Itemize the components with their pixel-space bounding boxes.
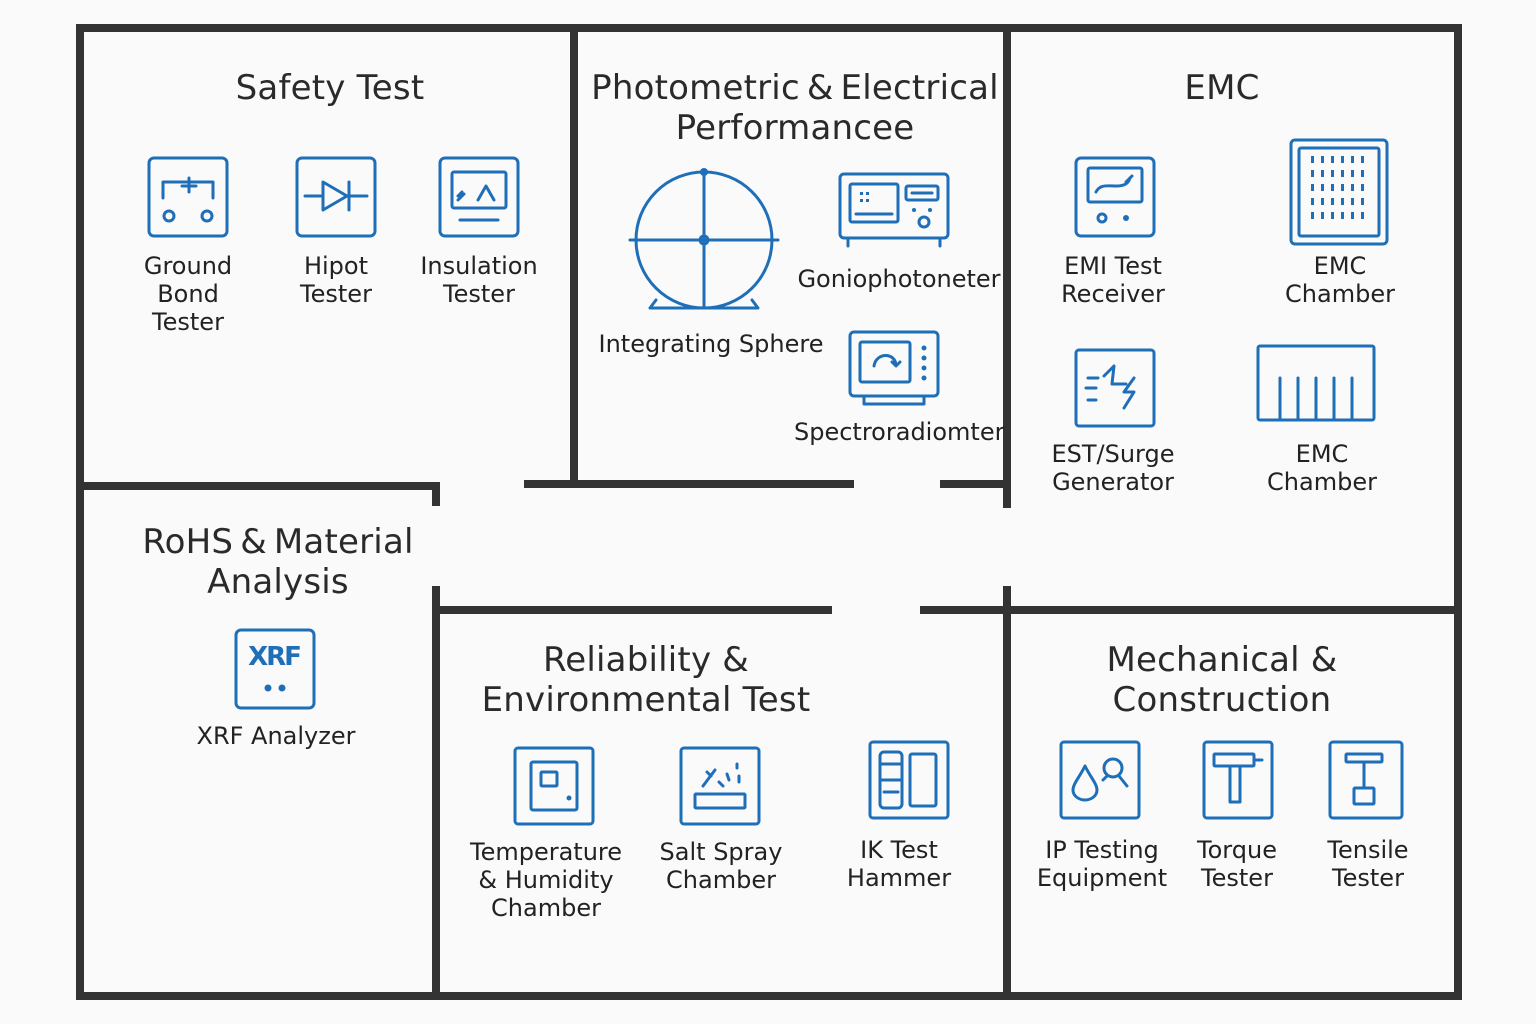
- wall-photometric-bottom-a: [524, 480, 854, 488]
- climate-chamber-icon: [513, 746, 595, 826]
- goniophotometer-icon: [838, 172, 950, 248]
- xrf-icon-text: XRF: [248, 642, 302, 672]
- integrating-sphere-label: Integrating Sphere: [598, 330, 824, 358]
- tensile-tester-icon: [1328, 740, 1404, 820]
- surge-generator-label: EST/Surge Generator: [1051, 440, 1175, 496]
- hipot-tester-label: Hipot Tester: [300, 252, 372, 308]
- emc-chamber-label-1: EMC Chamber: [1285, 252, 1395, 308]
- torque-tester-label: Torque Tester: [1197, 836, 1277, 892]
- insulation-tester-label: Insulation Tester: [420, 252, 538, 308]
- ground-bond-tester-label: Ground Bond Tester: [143, 252, 233, 336]
- integrating-sphere-icon: [626, 166, 782, 312]
- spectroradiometer-icon: [848, 330, 940, 406]
- room-title-mechanical: Mechanical & Construction: [1106, 640, 1338, 720]
- ik-hammer-icon: [868, 740, 950, 820]
- ik-test-hammer-label: IK Test Hammer: [846, 836, 952, 892]
- emi-receiver-icon: [1074, 156, 1156, 238]
- xrf-icon: XRF: [234, 628, 316, 710]
- ip-testing-icon: [1059, 740, 1141, 820]
- diode-icon: [295, 156, 377, 238]
- outer-wall: [76, 24, 1462, 1000]
- wall-reliability-mechanical: [1003, 586, 1011, 992]
- wall-photometric-bottom-b: [940, 480, 1010, 488]
- wall-photometric-emc: [1003, 32, 1011, 508]
- wall-mechanical-top: [920, 606, 1454, 614]
- wall-rohs-right: [432, 586, 440, 992]
- ground-bond-tester-icon: [147, 156, 229, 238]
- xrf-analyzer-label: XRF Analyzer: [196, 722, 356, 750]
- temperature-humidity-label: Temperature & Humidity Chamber: [469, 838, 623, 922]
- room-title-emc: EMC: [1184, 68, 1260, 108]
- emc-chamber-grid-icon: [1289, 138, 1389, 246]
- wall-reliability-top: [432, 606, 832, 614]
- room-title-safety-test: Safety Test: [235, 68, 425, 108]
- surge-generator-icon: [1074, 348, 1156, 428]
- torque-tester-icon: [1202, 740, 1274, 820]
- emc-chamber-absorber-icon: [1256, 344, 1376, 422]
- room-title-photometric: Photometric & Electrical Performancee: [591, 68, 999, 148]
- emc-chamber-label-2: EMC Chamber: [1267, 440, 1377, 496]
- room-title-reliability: Reliability & Environmental Test: [481, 640, 811, 720]
- salt-spray-chamber-label: Salt Spray Chamber: [659, 838, 783, 894]
- wall-rohs-right-top: [432, 482, 440, 506]
- tensile-tester-label: Tensile Tester: [1327, 836, 1409, 892]
- room-title-rohs: RoHS & Material Analysis: [142, 522, 414, 602]
- wall-safety-bottom: [84, 482, 440, 490]
- goniophotometer-label: Goniophotoneter: [797, 265, 1001, 293]
- wall-safety-photometric: [570, 32, 578, 484]
- insulation-monitor-icon: [438, 156, 520, 238]
- emi-test-receiver-label: EMI Test Receiver: [1061, 252, 1165, 308]
- ip-testing-equipment-label: IP Testing Equipment: [1036, 836, 1168, 892]
- spectroradiometer-label: Spectroradiomter: [794, 418, 1005, 446]
- salt-spray-icon: [679, 746, 761, 826]
